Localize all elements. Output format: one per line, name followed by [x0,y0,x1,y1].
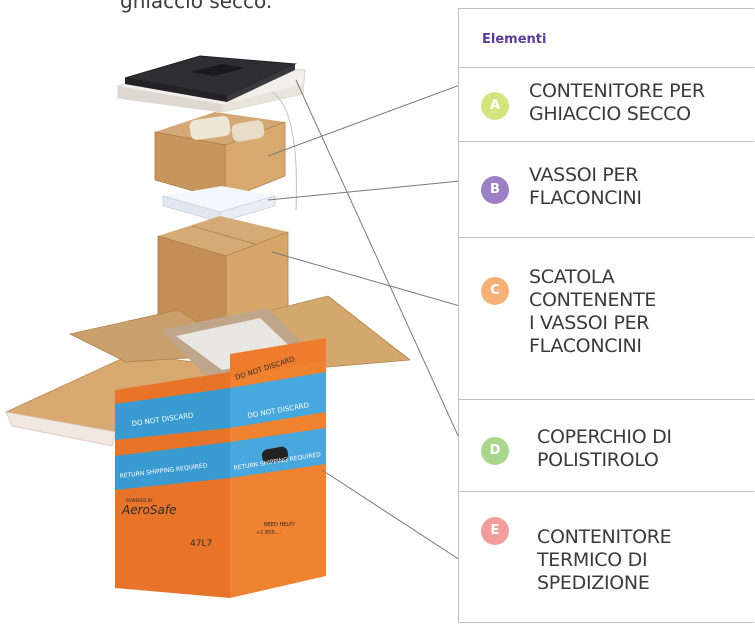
leader-line-d [295,79,460,441]
badge-c: C [481,277,509,305]
dry-ice-container [117,55,306,211]
label-e: CONTENITORE TERMICO DI SPEDIZIONE [537,526,672,594]
brand-logo-text: AeroSafe [121,503,176,517]
label-d: COPERCHIO DI POLISTIROLO [537,426,672,471]
legend-row-e: E CONTENITORE TERMICO DI SPEDIZIONE [459,491,754,622]
exploded-shipping-box-illustration: DO NOT DISCARD DO NOT DISCARD DO NOT DIS… [4,55,460,598]
help-line1-text: NEED HELP? [264,522,295,528]
model-text: 47L7 [190,539,212,549]
leader-line-c [271,251,460,307]
legend-row-b: B VASSOI PER FLACONCINI [459,141,754,238]
leader-lines [267,79,460,561]
label-b: VASSOI PER FLACONCINI [529,164,642,209]
badge-b: B [481,176,509,204]
legend-row-d: D COPERCHIO DI POLISTIROLO [459,399,754,492]
help-line2-text: +1 855-... [256,530,281,536]
leader-line-e [321,469,460,561]
brand-small-text: POWERED BY [126,498,153,503]
legend-header: Elementi [459,9,754,68]
badge-a: A [481,92,509,120]
vial-tray-box [154,112,286,201]
leader-line-a [267,84,460,157]
elements-legend: Elementi A CONTENITORE PER GHIACCIO SECC… [458,8,754,623]
leader-line-b [267,180,460,201]
legend-title: Elementi [482,32,547,47]
legend-row-a: A CONTENITORE PER GHIACCIO SECCO [459,67,754,142]
top-caption: ghiaccio secco. [120,0,273,13]
label-c: SCATOLA CONTENENTE I VASSOI PER FLACONCI… [529,266,657,357]
badge-e: E [481,517,509,545]
label-a: CONTENITORE PER GHIACCIO SECCO [529,80,705,125]
legend-row-c: C SCATOLA CONTENENTE I VASSOI PER FLACON… [459,237,754,400]
badge-d: D [481,437,509,465]
thermal-shipping-container [115,338,326,598]
